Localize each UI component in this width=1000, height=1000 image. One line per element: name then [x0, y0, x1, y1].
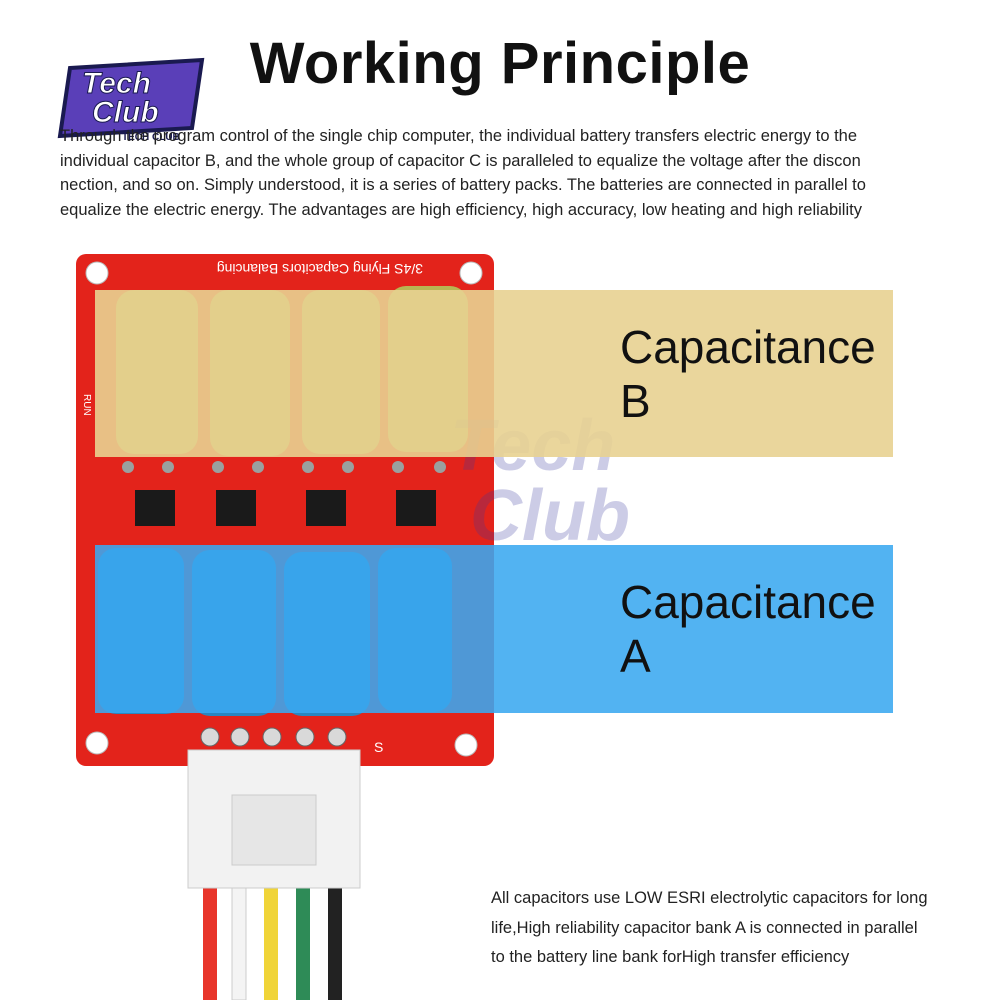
svg-text:Club: Club — [470, 476, 630, 556]
s-label: S — [374, 739, 383, 755]
capacitor-note: All capacitors use LOW ESRI electrolytic… — [491, 884, 971, 973]
capacitance-b-label: Capacitance B — [620, 320, 876, 427]
svg-text:TECH CLUB: TECH CLUB — [122, 132, 180, 143]
description-line: Through the program control of the singl… — [60, 127, 858, 145]
run-label: RUN — [81, 394, 92, 416]
capacitance-b-band: Capacitance B — [95, 290, 893, 457]
board-silkscreen: 3/4S Flying Capacitors Balancing — [217, 261, 423, 277]
wire-bundle — [203, 884, 342, 1000]
note-line: All capacitors use LOW ESRI electrolytic… — [491, 889, 928, 907]
tech-club-logo: Tech Club TECH CLUB — [57, 57, 205, 143]
description-text: Through the program control of the singl… — [60, 124, 950, 222]
connector — [187, 727, 361, 889]
control-chips — [135, 490, 436, 526]
note-line: to the battery line bank forHigh transfe… — [491, 948, 850, 966]
note-line: life,High reliability capacitor bank A i… — [491, 918, 918, 937]
description-line: individual capacitor B, and the whole gr… — [60, 151, 861, 170]
svg-text:Tech: Tech — [82, 67, 151, 100]
description-line: equalize the electric energy. The advant… — [60, 200, 862, 219]
description-line: nection, and so on. Simply understood, i… — [60, 176, 866, 194]
svg-text:Club: Club — [92, 96, 159, 129]
capacitance-a-label: Capacitance A — [620, 576, 876, 682]
page-title: Working Principle — [249, 31, 751, 96]
capacitance-a-band: Capacitance A — [95, 545, 893, 713]
